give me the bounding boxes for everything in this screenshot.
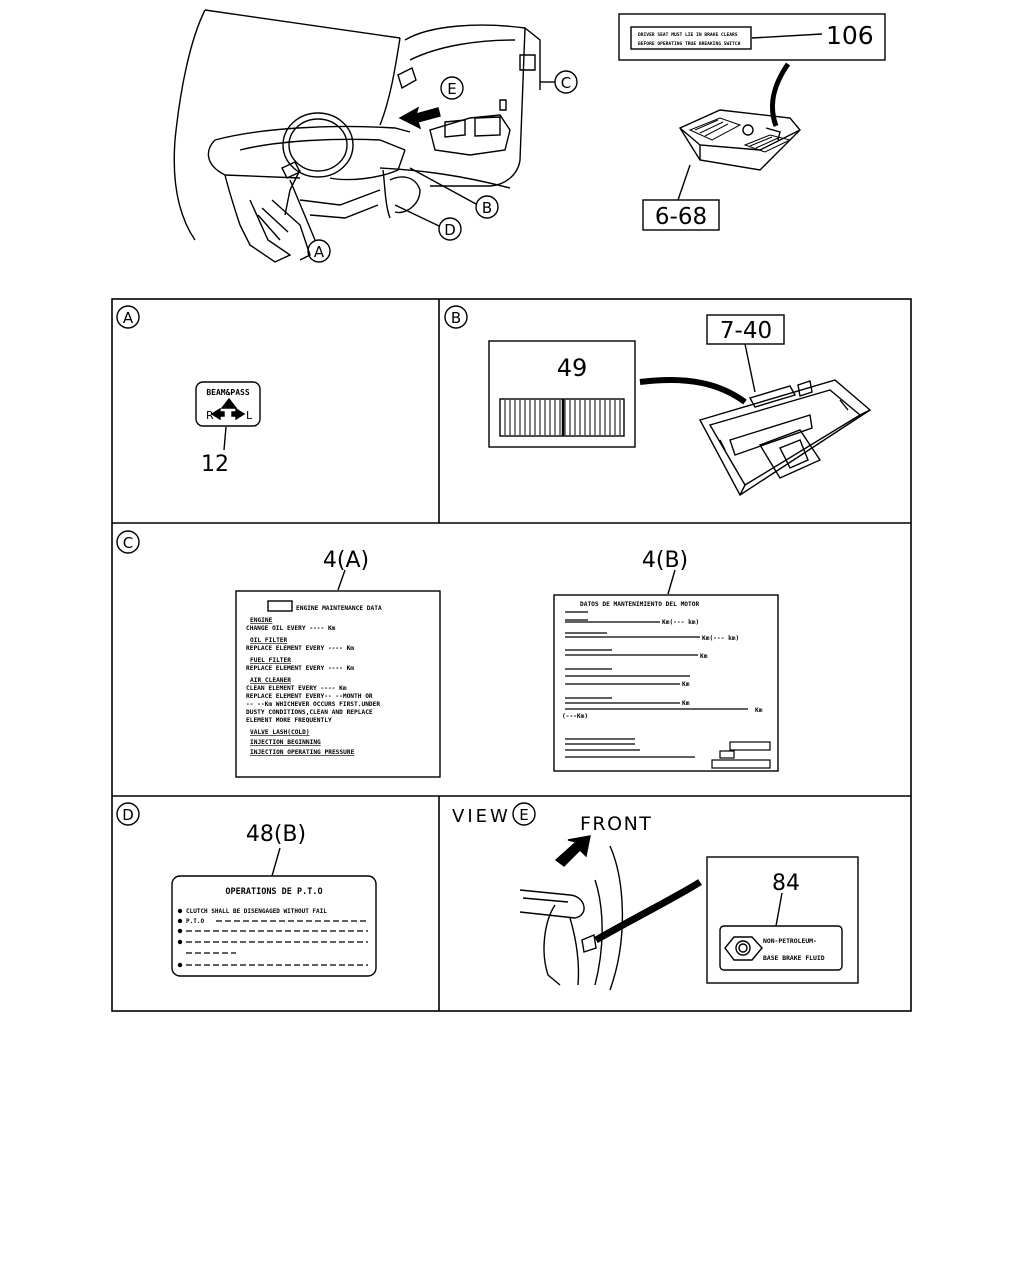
panel-e-front-text: FRONT xyxy=(580,813,652,835)
cab-interior-illustration xyxy=(173,9,541,263)
panel-b-illustration xyxy=(488,314,872,497)
card-b-unit: Km xyxy=(682,681,690,688)
label-6-68-number: 6-68 xyxy=(655,204,707,230)
panel-b-part-49: 49 xyxy=(557,354,588,382)
card-a-line: INJECTION BEGINNING xyxy=(250,739,321,746)
callout-a-letter: A xyxy=(314,243,325,261)
card-a-line: REPLACE ELEMENT EVERY ---- Km xyxy=(246,645,354,652)
panel-letter-circles xyxy=(116,305,536,826)
label-6-68-frame xyxy=(642,199,720,231)
pto-card-title: OPERATIONS DE P.T.O xyxy=(225,887,322,897)
sticker-a-left-letter: L xyxy=(246,409,253,422)
card-a-line: ELEMENT MORE FREQUENTLY xyxy=(246,717,332,724)
panel-grid xyxy=(111,298,912,1012)
panel-c-label-4a: 4(A) xyxy=(323,548,369,573)
label-106-number: 106 xyxy=(826,21,874,50)
callout-d-circle xyxy=(438,217,462,241)
callout-d-letter: D xyxy=(444,221,456,239)
pto-card xyxy=(171,875,377,977)
card-a-line: OIL FILTER xyxy=(250,637,288,644)
panel-d-illustration xyxy=(171,847,377,977)
maintenance-card-spanish xyxy=(553,594,779,772)
ceiling-unit-illustration xyxy=(642,62,801,231)
card-b-unit: (---Km) xyxy=(562,713,588,720)
callout-c-letter: C xyxy=(561,74,571,92)
panel-d-label: 48(B) xyxy=(246,822,306,847)
card-b-unit: Km xyxy=(682,700,690,707)
panel-e-view-word: VIEW xyxy=(452,806,511,827)
panel-e-illustration xyxy=(519,835,859,991)
pto-card-line: P.T.O xyxy=(186,918,204,925)
label-49-frame xyxy=(488,340,636,448)
sticker-106-line-1: DRIVER SEAT MUST LIE IN BRAKE CLEARS xyxy=(638,32,738,38)
panel-a-part-number: 12 xyxy=(201,452,229,477)
card-a-line: REPLACE ELEMENT EVERY-- --MONTH OR xyxy=(246,693,373,700)
card-a-line: DUSTY CONDITIONS,CLEAN AND REPLACE xyxy=(246,709,373,716)
card-a-line: INJECTION OPERATING PRESSURE xyxy=(250,749,355,756)
card-b-title: DATOS DE MANTENIMIENTO DEL MOTOR xyxy=(580,601,699,608)
callout-b-letter: B xyxy=(482,199,492,217)
card-a-line: CLEAN ELEMENT EVERY ---- Km xyxy=(246,685,347,692)
sticker-a-right-letter: R xyxy=(206,409,214,422)
panel-c-letter: C xyxy=(123,534,133,552)
card-a-line: VALVE LASH(COLD) xyxy=(250,729,310,736)
label-106-group xyxy=(618,13,886,61)
brake-fluid-sticker xyxy=(719,925,843,971)
card-b-unit: Km(--- km) xyxy=(702,635,739,642)
label-84-frame xyxy=(706,856,859,984)
overview-callouts xyxy=(289,70,578,263)
card-a-line: -- --Km WHICHEVER OCCURS FIRST.UNDER xyxy=(246,701,380,708)
panel-a-illustration xyxy=(195,381,261,451)
card-a-line: FUEL FILTER xyxy=(250,657,291,664)
maintenance-card-english xyxy=(235,590,441,778)
panel-d-letter: D xyxy=(122,806,134,824)
callout-e-letter: E xyxy=(447,80,456,98)
panel-a-letter: A xyxy=(123,309,134,327)
callout-b-circle xyxy=(475,195,499,219)
card-a-line: CHANGE OIL EVERY ---- Km xyxy=(246,625,336,632)
card-b-unit: Km(--- km) xyxy=(662,619,699,626)
brake-sticker-line-2: BASE BRAKE FLUID xyxy=(763,954,825,962)
panel-c-illustration xyxy=(235,569,779,778)
card-a-line: ENGINE xyxy=(250,617,273,624)
warning-sticker-106 xyxy=(630,26,752,50)
sticker-a-top-text: BEAM&PASS xyxy=(206,388,250,397)
label-106-frame xyxy=(618,13,886,61)
beam-pass-sticker xyxy=(195,381,261,427)
sticker-106-line-2: BEFORE OPERATING TRUE BREAKING SWITCH xyxy=(638,41,741,47)
brake-sticker-line-1: NON-PETROLEUM- xyxy=(763,937,817,945)
card-a-line: AIR CLEANER xyxy=(250,677,291,684)
callout-e-circle xyxy=(440,76,464,100)
card-b-unit: Km xyxy=(700,653,708,660)
callout-a-circle xyxy=(307,239,331,263)
panel-c-label-4b: 4(B) xyxy=(642,548,688,573)
panel-b-letter: B xyxy=(451,309,461,327)
panel-b-part-7-40: 7-40 xyxy=(720,318,772,344)
panel-e-part-number: 84 xyxy=(772,871,800,896)
panel-e-letter: E xyxy=(519,806,528,824)
pto-card-line: CLUTCH SHALL BE DISENGAGED WITHOUT FAIL xyxy=(186,908,327,915)
card-b-unit: Km xyxy=(755,707,763,714)
card-a-line: REPLACE ELEMENT EVERY ---- Km xyxy=(246,665,354,672)
maintenance-card-checkbox xyxy=(267,600,293,612)
front-arrow-icon xyxy=(554,835,591,867)
card-a-title: ENGINE MAINTENANCE DATA xyxy=(296,605,382,612)
brake-cap-icon xyxy=(724,936,763,961)
